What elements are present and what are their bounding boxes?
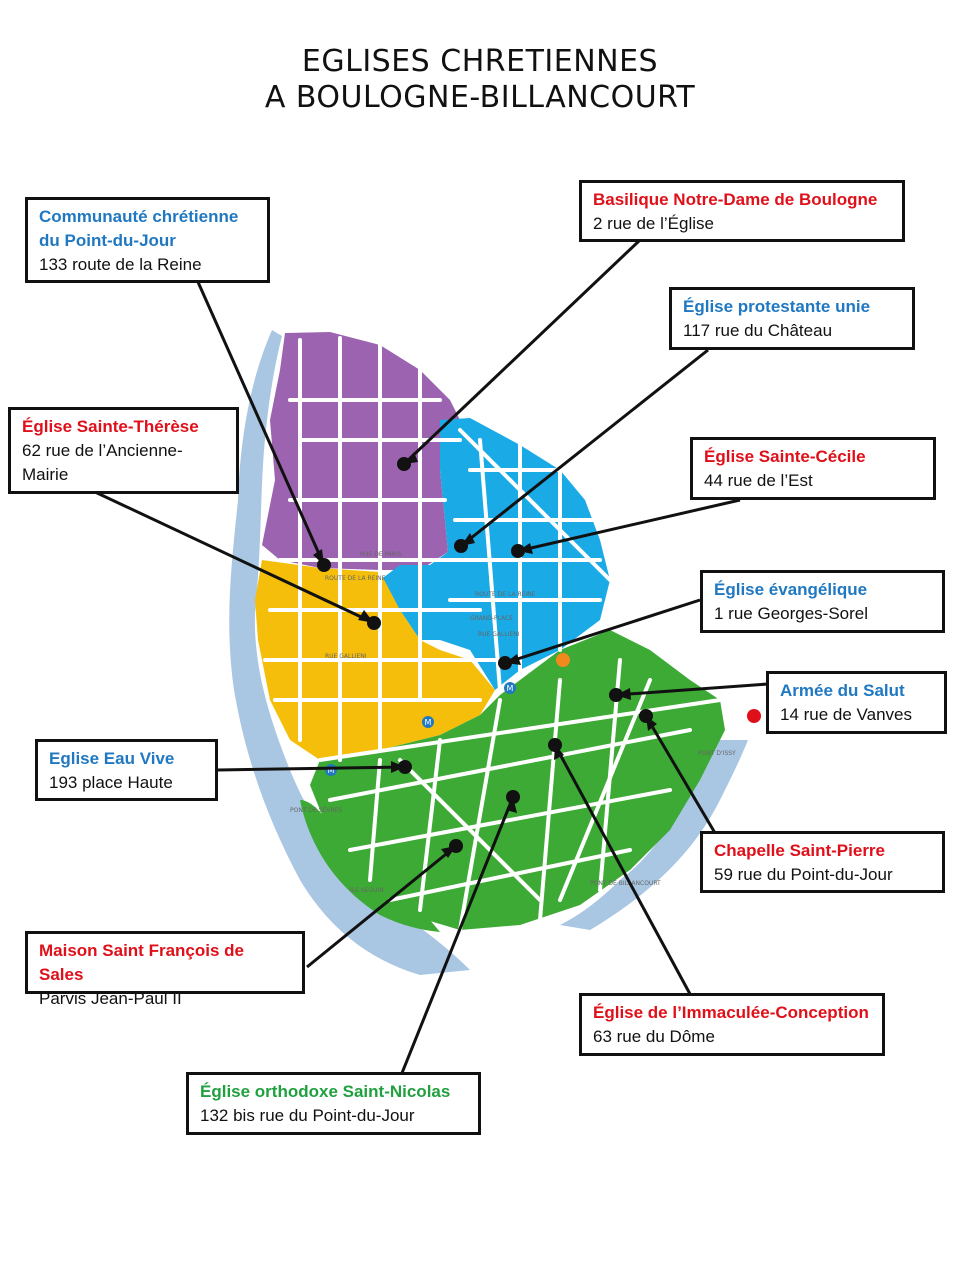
district-blue	[380, 418, 610, 690]
church-address: Parvis Jean-Paul II	[39, 989, 182, 1008]
place-label-grand-place: GRAND-PLACE	[470, 615, 513, 622]
label-eglise-sainte-cecile: Église Sainte-Cécile 44 rue de l’Est	[690, 437, 936, 500]
church-name: Église orthodoxe Saint-Nicolas	[200, 1082, 451, 1101]
church-name: Église Sainte-Cécile	[704, 447, 866, 466]
church-name: Eglise Eau Vive	[49, 749, 175, 768]
place-label-ile-seguin: ÎLE SEGUIN	[350, 887, 384, 894]
church-name: Église de l’Immaculée-Conception	[593, 1003, 869, 1022]
metro-icon: M	[328, 766, 335, 775]
church-name: Église protestante unie	[683, 297, 871, 316]
label-armee-du-salut: Armée du Salut 14 rue de Vanves	[766, 671, 947, 734]
label-communaute-point-du-jour: Communauté chrétienne du Point-du-Jour 1…	[25, 197, 270, 283]
arrow-heads	[313, 452, 657, 858]
district-green	[310, 630, 725, 930]
church-address: 44 rue de l’Est	[704, 471, 813, 490]
street-label-rue-gallieni: RUE GALLIENI	[325, 653, 367, 660]
church-address: 2 rue de l’Église	[593, 214, 714, 233]
red-poi-marker	[747, 709, 761, 723]
church-address: 62 rue de l’Ancienne-	[22, 441, 183, 460]
church-name: Église Sainte-Thérèse	[22, 417, 199, 436]
place-label-pont-issy: PONT D'ISSY	[698, 750, 736, 757]
street-label-rue-gallieni-2: RUE GALLIENI	[478, 631, 520, 638]
leader-lines	[94, 238, 769, 1074]
church-address: 1 rue Georges-Sorel	[714, 604, 869, 623]
map-title-line2: A BOULOGNE-BILLANCOURT	[264, 80, 696, 115]
church-address-line2: Mairie	[22, 465, 69, 484]
street-label-rue-paris: RUE DE PARIS	[360, 551, 402, 558]
label-eglise-protestante-unie: Église protestante unie 117 rue du Châte…	[669, 287, 915, 350]
seine-river	[229, 330, 470, 975]
label-eglise-immaculee-conception: Église de l’Immaculée-Conception 63 rue …	[579, 993, 885, 1056]
church-name: Église évangélique	[714, 580, 868, 599]
church-name: Armée du Salut	[780, 681, 905, 700]
church-address: 117 rue du Château	[683, 321, 833, 340]
place-label-pont-billancourt: PONT DE BILLANCOURT	[590, 880, 661, 887]
orange-poi-marker	[556, 653, 570, 667]
metro-icon: M	[507, 684, 514, 693]
district-purple	[262, 332, 465, 570]
church-name: Maison Saint François de Sales	[39, 941, 244, 984]
church-address: 14 rue de Vanves	[780, 705, 912, 724]
label-eglise-orthodoxe-saint-nicolas: Église orthodoxe Saint-Nicolas 132 bis r…	[186, 1072, 481, 1135]
street-network	[263, 336, 722, 932]
church-name-line2: du Point-du-Jour	[39, 231, 176, 250]
seine-river-east	[560, 740, 748, 930]
street-label-route-reine-2: ROUTE DE LA REINE	[475, 591, 536, 598]
church-address: 133 route de la Reine	[39, 255, 202, 274]
label-basilique-notre-dame: Basilique Notre-Dame de Boulogne 2 rue d…	[579, 180, 905, 242]
ile-seguin	[300, 800, 440, 932]
church-address: 193 place Haute	[49, 773, 173, 792]
label-eglise-sainte-therese: Église Sainte-Thérèse 62 rue de l’Ancien…	[8, 407, 239, 494]
label-chapelle-saint-pierre: Chapelle Saint-Pierre 59 rue du Point-du…	[700, 831, 945, 893]
map-title-line1: EGLISES CHRETIENNES	[301, 44, 659, 79]
church-address: 59 rue du Point-du-Jour	[714, 865, 893, 884]
label-eglise-evangelique: Église évangélique 1 rue Georges-Sorel	[700, 570, 945, 633]
church-name: Chapelle Saint-Pierre	[714, 841, 886, 860]
metro-icon: M	[425, 718, 432, 727]
church-name: Communauté chrétienne	[39, 207, 239, 226]
label-eglise-eau-vive: Eglise Eau Vive 193 place Haute	[35, 739, 218, 801]
street-label-route-reine: ROUTE DE LA REINE	[325, 575, 386, 582]
church-address: 63 rue du Dôme	[593, 1027, 715, 1046]
place-label-pont-sevres: PONT DE SÈVRES	[290, 806, 342, 814]
church-address: 132 bis rue du Point-du-Jour	[200, 1106, 415, 1125]
label-maison-saint-francois-de-sales: Maison Saint François de Sales Parvis Je…	[25, 931, 305, 1008]
church-name: Basilique Notre-Dame de Boulogne	[593, 190, 878, 209]
